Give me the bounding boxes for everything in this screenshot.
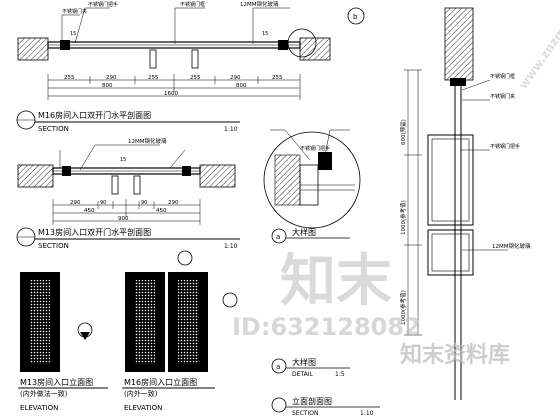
watermark-id: ID:632128082 — [232, 313, 421, 341]
leader-label: 不锈钢门把手 — [300, 145, 330, 152]
m16-plan-section: 12MM钢化玻璃 15 15 255 290 255 255 290 255 8… — [16, 0, 331, 133]
svg-text:255: 255 — [64, 75, 75, 81]
svg-text:M13房间入口立面图: M13房间入口立面图 — [20, 377, 93, 387]
svg-text:255: 255 — [148, 75, 159, 81]
detail-a: a 大样图 — [263, 129, 361, 244]
svg-text:290: 290 — [230, 75, 241, 81]
leader-label: 不锈钢门框 — [490, 73, 515, 80]
m13-plan-title: M13房间入口双开门水平剖面图 — [38, 227, 151, 237]
leader-label: 不锈钢门框 — [180, 1, 205, 8]
m13-plan-section: 12MM钢化玻璃 15 290 90 90 290 450 450 900 M1… — [16, 137, 240, 250]
svg-text:900: 900 — [118, 216, 129, 222]
svg-text:15: 15 — [262, 31, 268, 37]
svg-text:b: b — [353, 13, 358, 21]
watermark-brand: 知末 — [280, 249, 392, 314]
svg-text:12MM钢化玻璃: 12MM钢化玻璃 — [492, 242, 531, 250]
svg-text:1000(参考值): 1000(参考值) — [399, 290, 407, 325]
svg-text:1:5: 1:5 — [335, 371, 345, 378]
svg-text:ELEVATION: ELEVATION — [124, 404, 162, 412]
svg-text:大样图: 大样图 — [292, 357, 316, 367]
leader-label: 不锈钢门夹 — [62, 8, 87, 15]
svg-text:1600: 1600 — [164, 91, 178, 97]
svg-text:290: 290 — [70, 200, 81, 206]
svg-text:600(预留): 600(预留) — [399, 119, 407, 145]
detail-circle-b — [287, 28, 317, 58]
svg-text:255: 255 — [190, 75, 201, 81]
svg-text:255: 255 — [272, 75, 283, 81]
watermark-url: www.znzmo.com — [516, 0, 560, 92]
svg-text:SECTION: SECTION — [38, 125, 69, 133]
svg-text:12MM钢化玻璃: 12MM钢化玻璃 — [128, 137, 167, 145]
m16-glass-label: 12MM钢化玻璃 — [240, 0, 279, 8]
svg-text:1:10: 1:10 — [224, 126, 238, 133]
svg-text:(内外做法一致): (内外做法一致) — [20, 389, 68, 398]
m16-plan-title: M16房间入口双开门水平剖面图 — [38, 110, 151, 120]
wall-left — [17, 37, 49, 61]
svg-text:290: 290 — [168, 200, 179, 206]
svg-text:450: 450 — [156, 208, 167, 214]
side-section: b 600(预留) 1000(参考值) 1000(参考值) 12MM钢化玻璃 a… — [271, 7, 531, 417]
leader-label: 不锈钢门把手 — [88, 1, 118, 8]
svg-text:1:10: 1:10 — [224, 243, 238, 250]
svg-text:800: 800 — [236, 83, 247, 89]
leader-label: 不锈钢门夹 — [490, 93, 515, 100]
svg-text:(内外一致): (内外一致) — [124, 389, 158, 398]
svg-text:DETAIL: DETAIL — [292, 371, 313, 378]
svg-text:M16房间入口立面图: M16房间入口立面图 — [124, 377, 197, 387]
svg-text:a: a — [276, 363, 280, 371]
m13-elevation: M13房间入口立面图 (内外做法一致) ELEVATION — [18, 272, 108, 412]
svg-text:SECTION: SECTION — [292, 410, 318, 417]
svg-text:SECTION: SECTION — [38, 242, 69, 250]
watermark-site: 知末资料库 — [400, 342, 510, 368]
svg-text:1:10: 1:10 — [360, 410, 374, 417]
handle — [149, 49, 157, 69]
svg-text:立面剖面图: 立面剖面图 — [292, 396, 332, 406]
svg-text:90: 90 — [141, 200, 147, 206]
leader-label: 不锈钢门把手 — [490, 143, 520, 150]
svg-text:450: 450 — [84, 208, 95, 214]
svg-text:1000(参考值): 1000(参考值) — [399, 200, 407, 235]
svg-text:大样图: 大样图 — [292, 227, 316, 237]
svg-text:15: 15 — [70, 31, 76, 37]
svg-text:90: 90 — [100, 200, 106, 206]
svg-text:290: 290 — [106, 75, 117, 81]
svg-text:a: a — [276, 233, 280, 241]
m16-elevation: M16房间入口立面图 (内外一致) ELEVATION — [122, 250, 238, 412]
svg-text:15: 15 — [120, 157, 126, 163]
svg-text:800: 800 — [102, 83, 113, 89]
svg-text:ELEVATION: ELEVATION — [20, 404, 58, 412]
